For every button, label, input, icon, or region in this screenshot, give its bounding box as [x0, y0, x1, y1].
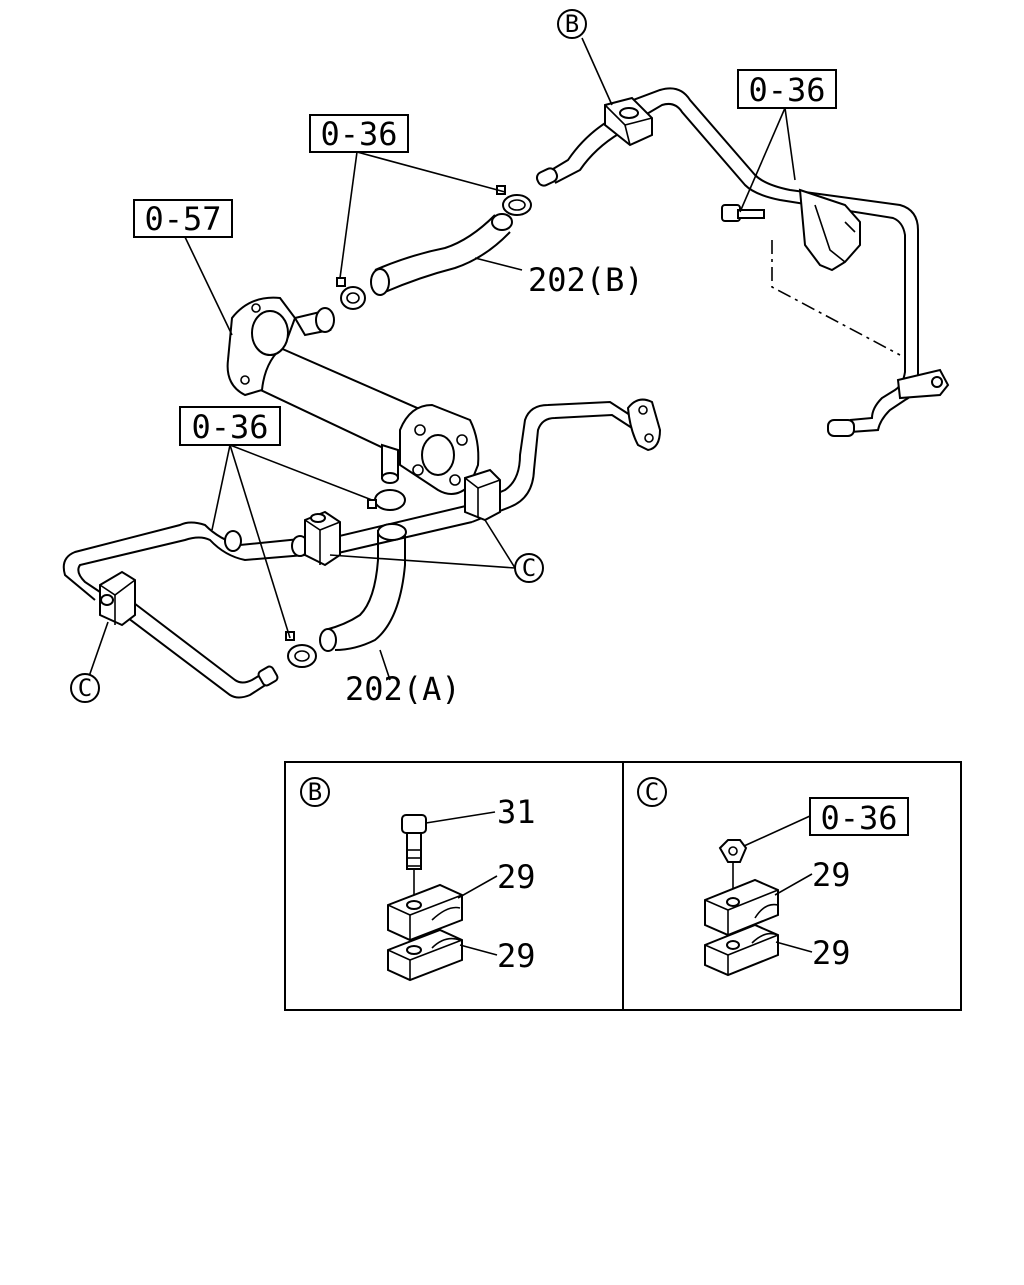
clamp-b: [604, 96, 653, 147]
bolt-31: [401, 814, 427, 900]
upper-right-pipe: [535, 87, 950, 437]
hose-clamp-upper-left: [336, 277, 366, 310]
ref-0-36-upper-text: 0-36: [320, 115, 397, 153]
clamp-29-lower-c: [704, 923, 779, 977]
ref-b-top[interactable]: B: [557, 9, 587, 39]
hose-202a: [319, 523, 407, 652]
bolt-right: [721, 204, 765, 222]
ref-0-36-top-right[interactable]: 0-36: [737, 69, 837, 109]
ref-c-left[interactable]: C: [70, 673, 100, 703]
pipe-flange: [626, 398, 662, 452]
detail-c-nut-ref[interactable]: 0-36: [809, 797, 909, 837]
callout-leaders: [84, 37, 796, 689]
ref-c-mid-text: C: [522, 554, 536, 582]
detail-c-clamp-upper-num[interactable]: 29: [812, 856, 851, 894]
ref-c-left-text: C: [78, 674, 92, 702]
clamp-c-3: [99, 570, 136, 627]
detail-c-marker[interactable]: C: [637, 777, 667, 807]
clamp-29-upper-b: [387, 883, 463, 942]
hose-clamp-mid: [367, 489, 406, 511]
ref-0-36-top-right-text: 0-36: [748, 71, 825, 109]
bracket-right: [798, 188, 861, 272]
ref-b-top-text: B: [565, 10, 579, 38]
detail-b-clamp-upper-num[interactable]: 29: [497, 858, 536, 896]
ref-c-mid[interactable]: C: [514, 553, 544, 583]
detail-b-marker[interactable]: B: [300, 777, 330, 807]
clamp-c-1: [464, 468, 501, 522]
detail-c-nut-ref-text: 0-36: [820, 799, 897, 837]
ref-0-57-text: 0-57: [144, 200, 221, 238]
pipe-clip-right: [896, 368, 950, 400]
clamp-29-upper-c: [704, 878, 779, 937]
egr-cooler: [226, 296, 480, 495]
detail-b-marker-text: B: [308, 778, 322, 806]
part-202b-label[interactable]: 202(B): [528, 261, 644, 299]
part-202a-label[interactable]: 202(A): [345, 670, 461, 708]
nut-0-36: [718, 839, 748, 895]
detail-b: B 31 29 29: [300, 777, 536, 982]
detail-box: [284, 761, 962, 1011]
detail-c-clamp-lower-num[interactable]: 29: [812, 934, 851, 972]
detail-c: C 0-36 29 29: [637, 777, 909, 977]
clamp-29-lower-b: [387, 928, 463, 982]
ref-0-36-upper[interactable]: 0-36: [309, 114, 409, 153]
clamp-c-2: [304, 510, 341, 567]
detail-c-marker-text: C: [645, 778, 659, 806]
hose-202b: [370, 213, 513, 296]
detail-b-clamp-lower-num[interactable]: 29: [497, 937, 536, 975]
ref-0-36-mid-text: 0-36: [191, 408, 268, 446]
ref-0-36-mid[interactable]: 0-36: [179, 406, 281, 446]
hose-clamp-upper-right: [496, 185, 532, 216]
lower-pipe: [62, 398, 662, 699]
ref-0-57[interactable]: 0-57: [133, 199, 233, 238]
detail-b-bolt-num[interactable]: 31: [497, 793, 536, 831]
